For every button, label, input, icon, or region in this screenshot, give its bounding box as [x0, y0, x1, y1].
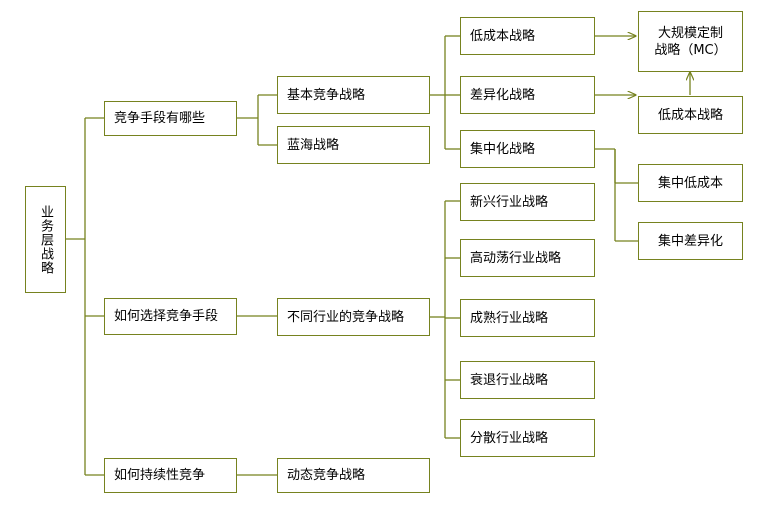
node-root[interactable]: 业务层战略	[25, 186, 66, 293]
node-root-label: 业务层战略	[38, 204, 53, 275]
node-dynamic-competition[interactable]: 动态竞争战略	[277, 458, 430, 493]
node-how-to-choose[interactable]: 如何选择竞争手段	[104, 298, 237, 335]
node-how-to-sustain-label: 如何持续性竞争	[114, 468, 206, 483]
node-focus-strategy[interactable]: 集中化战略	[460, 130, 595, 168]
node-competition-means-label: 竞争手段有哪些	[114, 111, 206, 126]
node-declining-industry-label: 衰退行业战略	[470, 372, 549, 388]
node-mass-customization-label: 大规模定制 战略（MC）	[654, 25, 727, 58]
node-mature-industry[interactable]: 成熟行业战略	[460, 299, 595, 337]
node-how-to-choose-label: 如何选择竞争手段	[114, 309, 219, 324]
node-focus-strategy-label: 集中化战略	[470, 141, 536, 157]
node-low-cost-strategy-2[interactable]: 低成本战略	[638, 96, 743, 134]
node-basic-competition-strategy-label: 基本竞争战略	[287, 87, 366, 103]
node-basic-competition-strategy[interactable]: 基本竞争战略	[277, 76, 430, 114]
node-blue-ocean-strategy-label: 蓝海战略	[287, 137, 340, 153]
node-industry-strategies-label: 不同行业的竞争战略	[287, 309, 405, 325]
node-dynamic-competition-label: 动态竞争战略	[287, 468, 366, 483]
node-industry-strategies[interactable]: 不同行业的竞争战略	[277, 298, 430, 336]
node-focus-low-cost-label: 集中低成本	[657, 175, 723, 191]
node-competition-means[interactable]: 竞争手段有哪些	[104, 101, 237, 136]
node-how-to-sustain[interactable]: 如何持续性竞争	[104, 458, 237, 493]
node-declining-industry[interactable]: 衰退行业战略	[460, 361, 595, 399]
node-low-cost-strategy[interactable]: 低成本战略	[460, 17, 595, 55]
node-turbulent-industry[interactable]: 高动荡行业战略	[460, 239, 595, 277]
node-low-cost-strategy-2-label: 低成本战略	[657, 107, 723, 123]
node-mature-industry-label: 成熟行业战略	[470, 310, 549, 326]
node-low-cost-strategy-label: 低成本战略	[470, 28, 536, 44]
node-fragmented-industry-label: 分散行业战略	[470, 430, 549, 446]
node-focus-low-cost[interactable]: 集中低成本	[638, 164, 743, 202]
node-fragmented-industry[interactable]: 分散行业战略	[460, 419, 595, 457]
node-blue-ocean-strategy[interactable]: 蓝海战略	[277, 126, 430, 164]
node-turbulent-industry-label: 高动荡行业战略	[470, 250, 562, 266]
node-differentiation-strategy[interactable]: 差异化战略	[460, 76, 595, 114]
node-differentiation-strategy-label: 差异化战略	[470, 87, 536, 103]
node-focus-differentiation[interactable]: 集中差异化	[638, 222, 743, 260]
node-emerging-industry-label: 新兴行业战略	[470, 194, 549, 210]
node-emerging-industry[interactable]: 新兴行业战略	[460, 183, 595, 221]
node-focus-differentiation-label: 集中差异化	[657, 233, 723, 249]
node-mass-customization[interactable]: 大规模定制 战略（MC）	[638, 11, 743, 72]
